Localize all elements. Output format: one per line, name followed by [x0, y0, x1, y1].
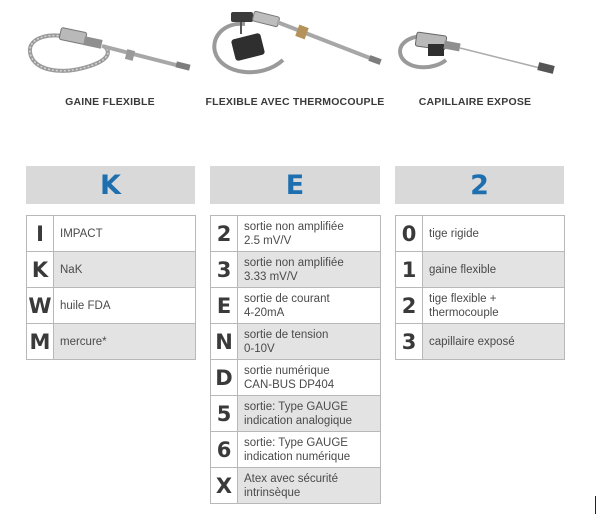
option-label: sortie de courant 4-20mA [238, 288, 380, 323]
option-code: E [211, 288, 238, 323]
option-code: 5 [211, 396, 238, 431]
option-code: 1 [396, 252, 423, 287]
table-row: D sortie numérique CAN-BUS DP404 [210, 359, 381, 396]
table-row: 6 sortie: Type GAUGE indication numériqu… [210, 431, 381, 468]
option-code: I [27, 216, 54, 251]
option-code: 6 [211, 432, 238, 467]
option-label: sortie: Type GAUGE indication numérique [238, 432, 380, 467]
text-cursor [595, 496, 596, 514]
flexible-sheath-transducer-icon [27, 27, 191, 73]
product-caption: CAPILLAIRE EXPOSE [418, 96, 532, 108]
capillary-transducer-icon [398, 31, 555, 74]
option-code: K [27, 252, 54, 287]
option-label: sortie: Type GAUGE indication analogique [238, 396, 380, 431]
product-image-flexible-thermocouple [205, 0, 385, 92]
thermocouple-transducer-icon [212, 10, 382, 75]
column-header: E [210, 166, 380, 204]
option-code: 2 [396, 288, 423, 323]
option-label: Atex avec sécurité intrinsèque [238, 468, 380, 503]
product-image-capillaire-expose [390, 0, 570, 92]
option-label: sortie numérique CAN-BUS DP404 [238, 360, 380, 395]
table-row: 0 tige rigide [395, 215, 565, 252]
option-label: sortie non amplifiée 2.5 mV/V [238, 216, 380, 251]
option-label: sortie non amplifiée 3.33 mV/V [238, 252, 380, 287]
option-code: 3 [396, 324, 423, 359]
option-label: sortie de tension 0-10V [238, 324, 380, 359]
option-table-fill: I IMPACT K NaK W huile FDA M mercure* [26, 215, 196, 360]
option-code: 2 [211, 216, 238, 251]
table-row: K NaK [26, 251, 196, 288]
option-label: tige flexible + thermocouple [423, 288, 564, 323]
option-label: mercure* [54, 324, 195, 359]
table-row: M mercure* [26, 323, 196, 360]
column-header: K [26, 166, 195, 204]
option-code: 0 [396, 216, 423, 251]
table-row: W huile FDA [26, 287, 196, 324]
table-row: 2 sortie non amplifiée 2.5 mV/V [210, 215, 381, 252]
option-label: IMPACT [54, 216, 195, 251]
option-code: W [27, 288, 54, 323]
table-row: N sortie de tension 0-10V [210, 323, 381, 360]
option-table-stem: 0 tige rigide 1 gaine flexible 2 tige fl… [395, 215, 565, 360]
table-row: 2 tige flexible + thermocouple [395, 287, 565, 324]
option-table-output: 2 sortie non amplifiée 2.5 mV/V 3 sortie… [210, 215, 381, 504]
option-code: N [211, 324, 238, 359]
option-label: capillaire exposé [423, 324, 564, 359]
option-label: tige rigide [423, 216, 564, 251]
table-row: 1 gaine flexible [395, 251, 565, 288]
option-label: gaine flexible [423, 252, 564, 287]
option-label: NaK [54, 252, 195, 287]
table-row: X Atex avec sécurité intrinsèque [210, 467, 381, 504]
product-caption: FLEXIBLE AVEC THERMOCOUPLE [205, 96, 385, 108]
option-code: D [211, 360, 238, 395]
option-code: X [211, 468, 238, 503]
product-image-gaine-flexible [20, 0, 200, 92]
option-code: 3 [211, 252, 238, 287]
table-row: 3 sortie non amplifiée 3.33 mV/V [210, 251, 381, 288]
table-row: I IMPACT [26, 215, 196, 252]
option-label: huile FDA [54, 288, 195, 323]
table-row: E sortie de courant 4-20mA [210, 287, 381, 324]
product-caption: GAINE FLEXIBLE [65, 96, 155, 108]
table-row: 5 sortie: Type GAUGE indication analogiq… [210, 395, 381, 432]
column-header: 2 [395, 166, 564, 204]
table-row: 3 capillaire exposé [395, 323, 565, 360]
option-code: M [27, 324, 54, 359]
